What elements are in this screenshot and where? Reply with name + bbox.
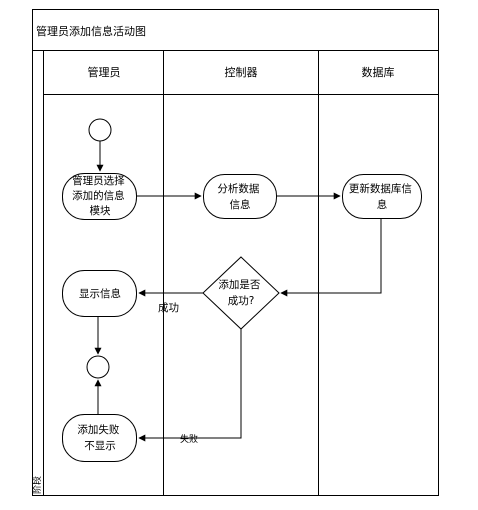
activity-add-failed-line2: 不显示 [84, 440, 116, 452]
activity-select-module-line3: 模块 [90, 205, 111, 217]
activity-update-database-line2: 息 [377, 198, 388, 211]
activity-select-module-label: 管理员选择 添加的信息 模块 [72, 174, 128, 217]
lane-header-admin: 管理员 [88, 65, 121, 79]
stage-label: 阶段 [31, 476, 43, 494]
final-node [86, 355, 110, 379]
activity-show-info [62, 270, 137, 317]
diagram-title: 管理员添加信息活动图 [36, 24, 146, 38]
activity-show-info-label: 显示信息 [79, 287, 121, 300]
activity-select-module [62, 173, 137, 220]
edge-success-label: 成功 [158, 302, 179, 314]
activity-add-failed [62, 414, 137, 462]
edge-decision-to-failed [138, 329, 242, 442]
initial-node [88, 118, 112, 142]
decision-line1: 添加是否 [218, 278, 260, 291]
activity-analyze-data [203, 174, 277, 219]
activity-update-database-line1: 更新数据库信 [349, 182, 412, 195]
activity-add-failed-label: 添加失败 不显示 [77, 423, 122, 452]
lane-header-database: 数据库 [362, 65, 395, 79]
activity-update-database [342, 174, 422, 219]
decision-line2: 成功? [228, 295, 255, 307]
edge-update-to-decision [280, 219, 382, 297]
activity-analyze-data-label: 分析数据 信息 [217, 182, 262, 211]
lane-header-controller: 控制器 [225, 65, 258, 79]
activity-analyze-data-line1: 分析数据 [217, 182, 259, 195]
decision-add-success-label: 添加是否 成功? [218, 278, 263, 307]
activity-select-module-line2: 添加的信息 [72, 189, 125, 202]
activity-select-module-line1: 管理员选择 [72, 174, 125, 187]
edge-failure-label: 失败 [180, 433, 198, 445]
activity-analyze-data-line2: 信息 [230, 198, 251, 211]
activity-add-failed-line1: 添加失败 [77, 423, 119, 436]
activity-update-database-label: 更新数据库信 息 [349, 182, 415, 211]
